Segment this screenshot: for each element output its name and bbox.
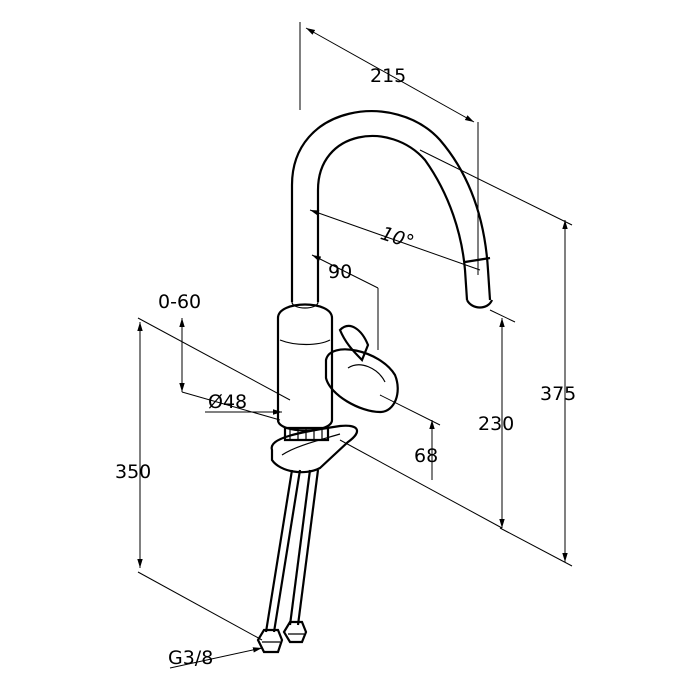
spout-height-label: 230 xyxy=(478,413,514,435)
hose-length-label: 350 xyxy=(115,461,151,483)
base-diameter-label: Ø48 xyxy=(208,391,247,413)
faucet-outline xyxy=(256,110,494,654)
dimension-hose-length: 350 xyxy=(115,317,291,641)
dimension-reach: 215 xyxy=(299,22,479,275)
reach-label: 215 xyxy=(370,65,406,87)
swivel-label: 90 xyxy=(328,261,352,283)
dimension-lever-range: 0-60 xyxy=(158,291,281,421)
total-height-label: 375 xyxy=(540,383,576,405)
lever-height-label: 68 xyxy=(414,445,438,467)
dimension-spout-height: 230 xyxy=(339,309,516,529)
dimension-lever-height: 68 xyxy=(379,394,441,480)
connection-label: G3/8 xyxy=(168,647,213,669)
lever-range-label: 0-60 xyxy=(158,291,201,313)
dimension-connection: G3/8 xyxy=(168,647,263,669)
dimension-swivel: 90 xyxy=(311,254,379,350)
dimension-total-height: 375 xyxy=(419,149,576,567)
dimension-base-diameter: Ø48 xyxy=(205,391,282,415)
spout-angle-label: 10° xyxy=(378,222,417,253)
